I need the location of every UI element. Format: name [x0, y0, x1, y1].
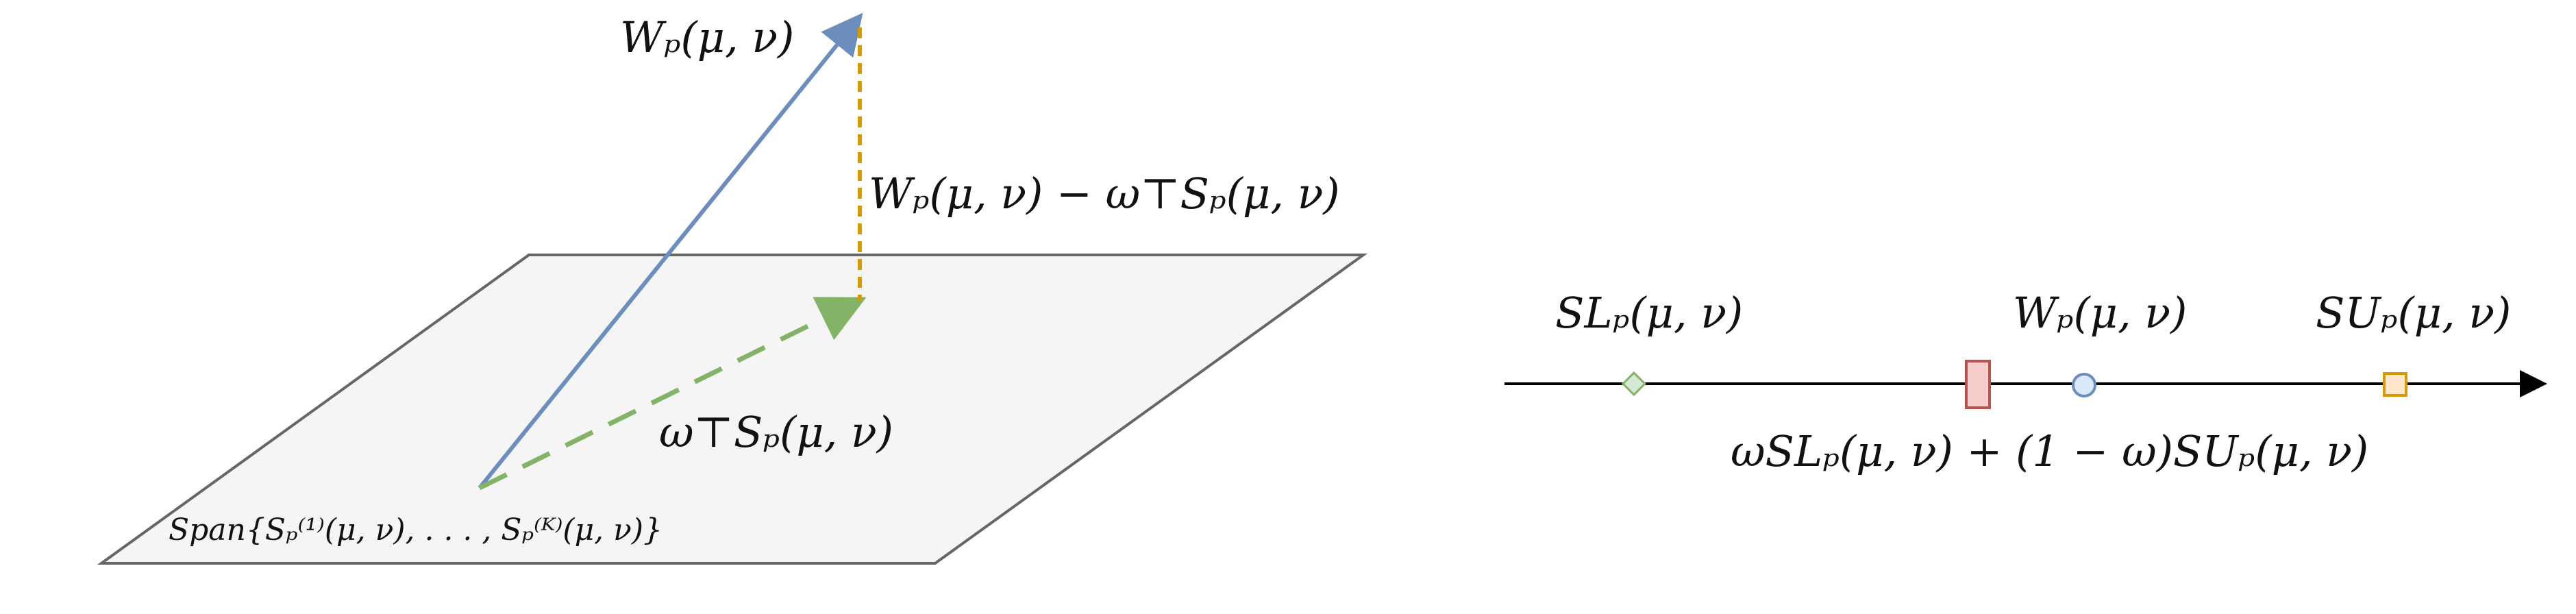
span-plane	[97, 254, 1368, 565]
wp-vector-label: Wₚ(μ, ν)	[620, 12, 795, 62]
wp-point-label: Wₚ(μ, ν)	[2013, 288, 2188, 338]
combo-label: ωSLₚ(μ, ν) + (1 − ω)SUₚ(μ, ν)	[1731, 426, 2369, 476]
span-plane-label: Span{Sₚ⁽¹⁾(μ, ν), . . . , Sₚ⁽ᴷ⁾(μ, ν)}	[169, 513, 663, 548]
wp-marker	[2072, 373, 2096, 397]
wp-vector-arrow	[478, 12, 863, 489]
sl-label: SLₚ(μ, ν)	[1555, 288, 1744, 338]
combo-marker	[1965, 360, 1991, 409]
su-label: SUₚ(μ, ν)	[2316, 288, 2512, 338]
residual-label: Wₚ(μ, ν) − ω⊤Sₚ(μ, ν)	[869, 169, 1340, 219]
sl-marker	[1621, 371, 1647, 397]
projection-label: ω⊤Sₚ(μ, ν)	[659, 407, 893, 457]
su-marker	[2383, 372, 2407, 397]
projection-vector-arrow	[478, 297, 867, 491]
